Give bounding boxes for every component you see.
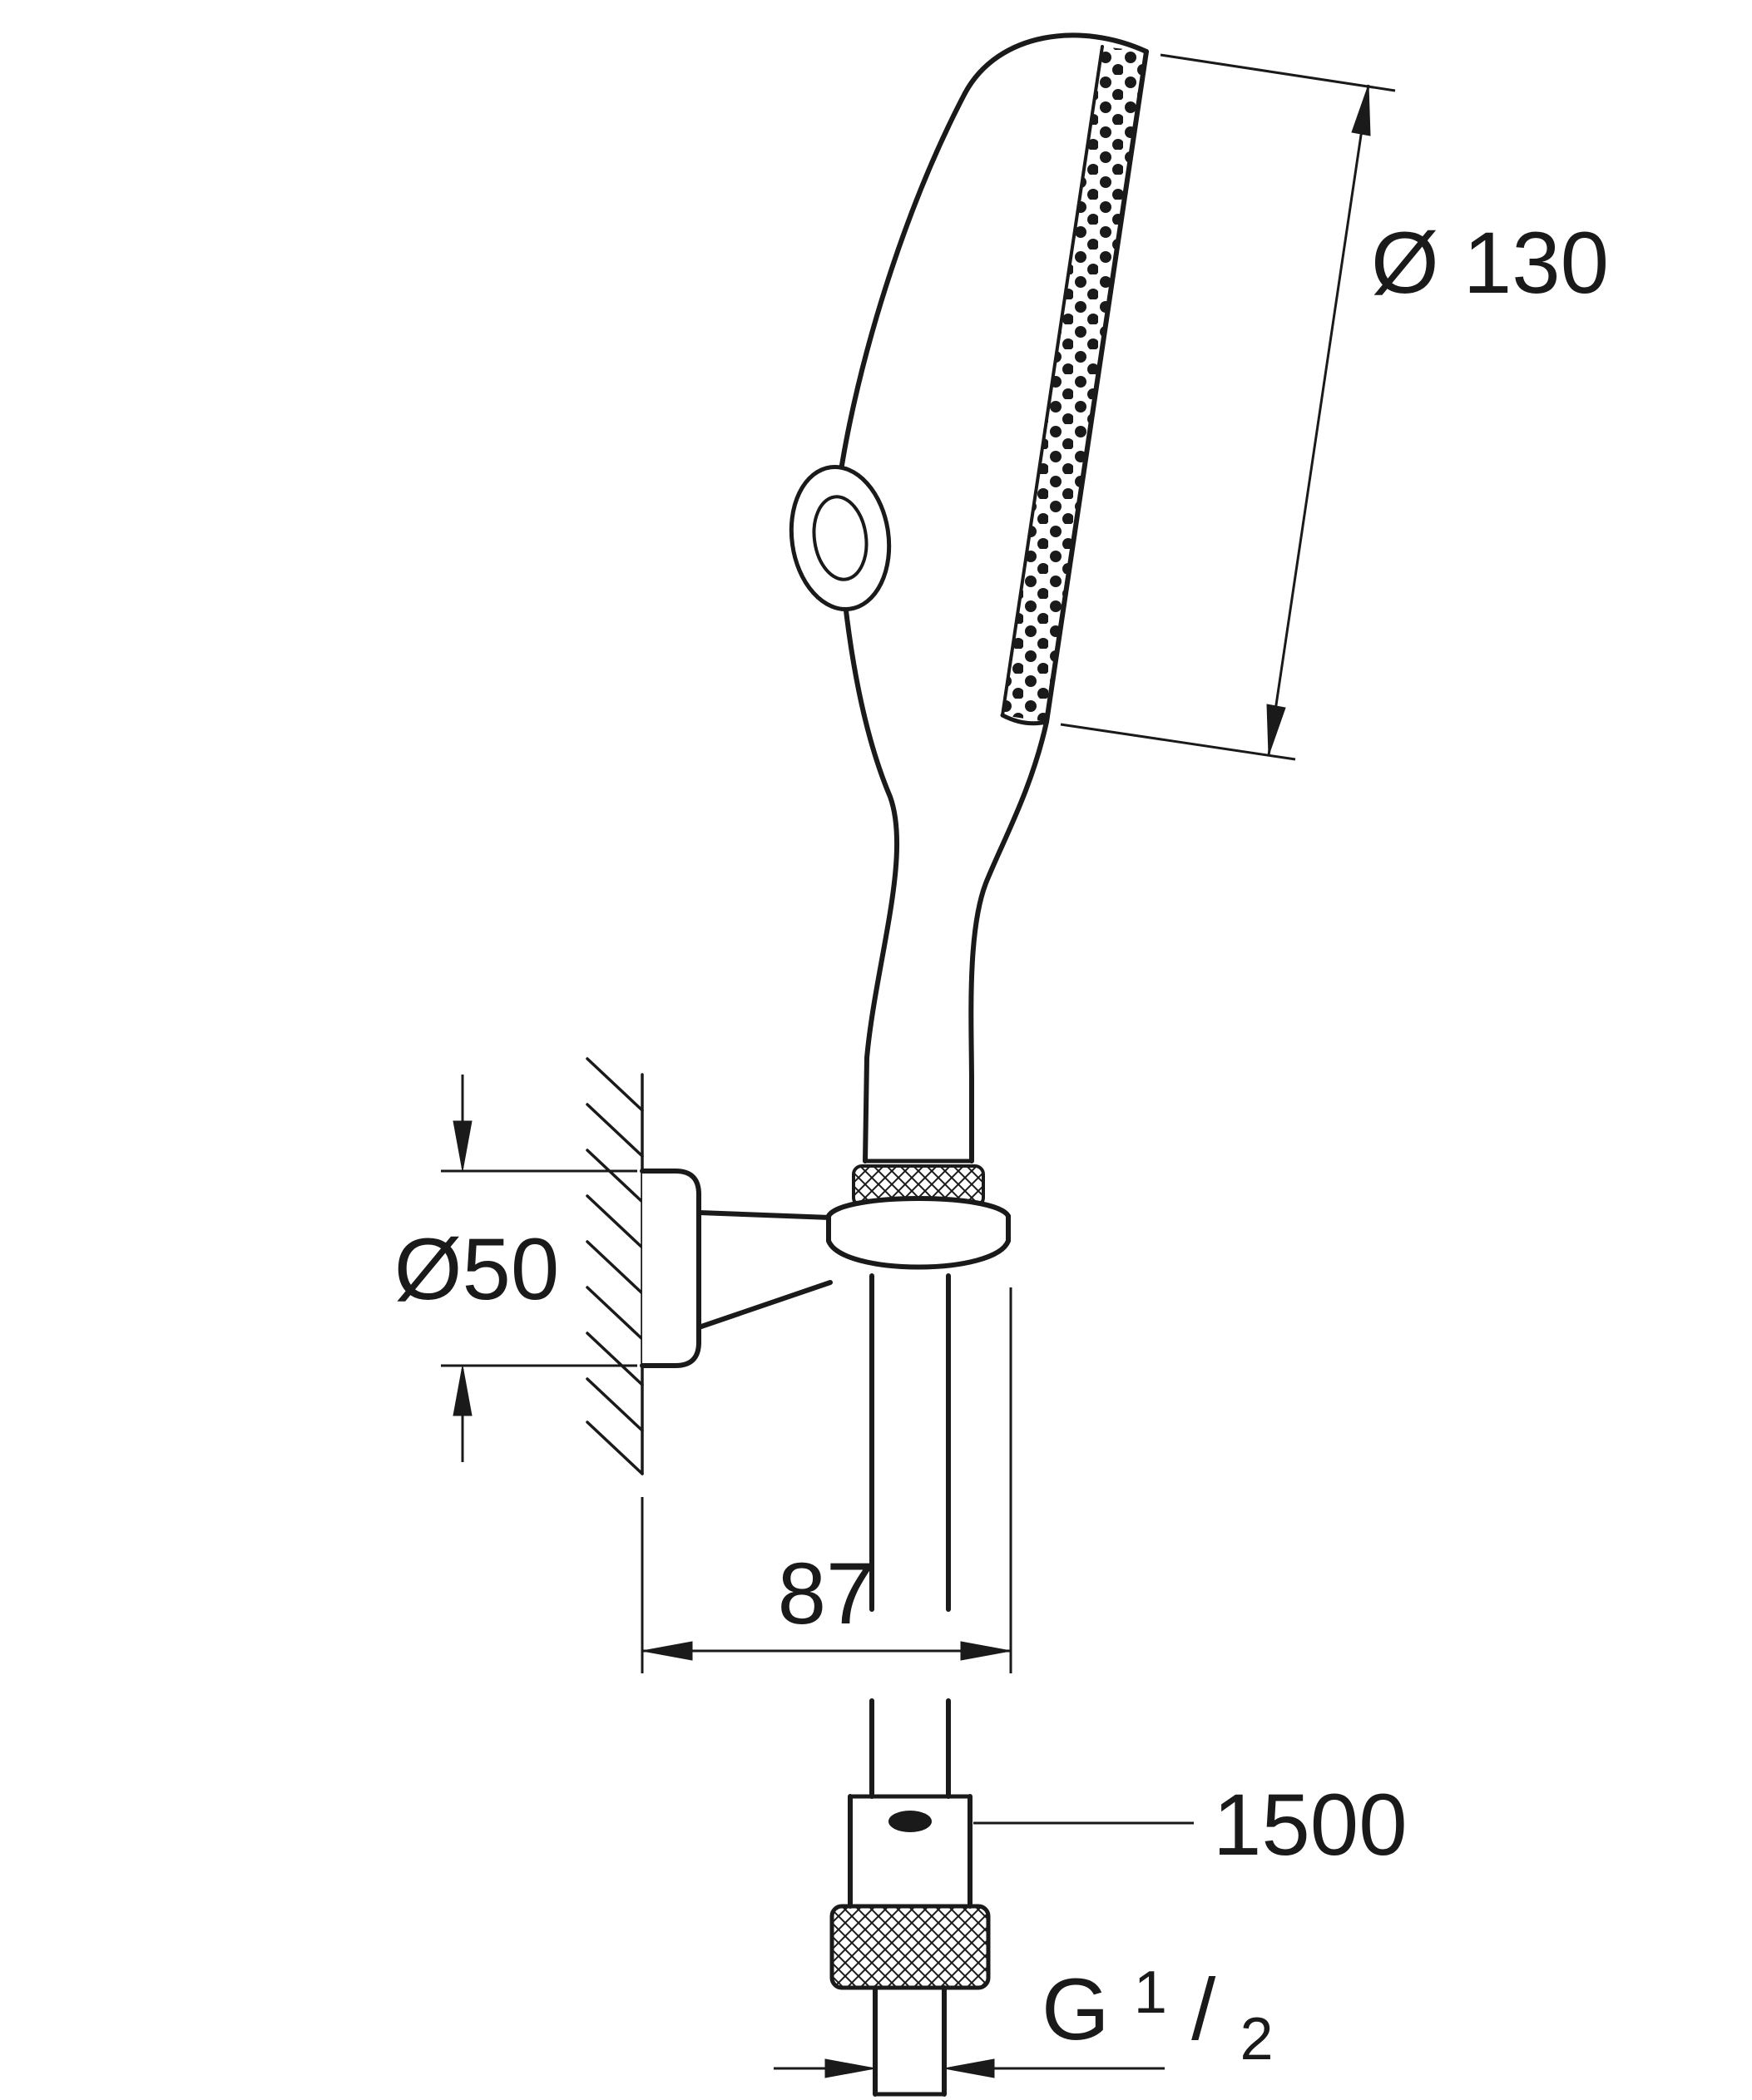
handle-right-edge [968,719,1049,1164]
dim-head-diameter-label: Ø 130 [1371,215,1609,312]
arrowhead [824,2058,876,2078]
dim-plate-diameter: Ø50 [394,1075,637,1462]
shower-hose [829,1273,991,2097]
arrowhead [453,1120,473,1172]
arrowhead [1351,84,1371,136]
dim-thread-label: G 1 / 2 [1042,1934,1274,2073]
spray-face [1002,47,1146,722]
dim-head-diameter: Ø 130 [1060,53,1609,761]
arrowhead [641,1641,693,1661]
dim-hose-length: 1500 [973,1776,1408,1874]
holder-arm-top [696,1210,833,1220]
arrowhead [453,1365,473,1416]
hose-marking [888,1811,932,1832]
shower-head [789,32,1149,1208]
spray-face-outer-edge [1044,49,1149,724]
thread-pipe [873,1985,947,2097]
holder-cup [826,1196,1011,1270]
thread-sub: 2 [1240,2006,1273,2073]
dim-plate-diameter-label: Ø50 [394,1221,559,1318]
mode-button [789,464,892,612]
dim-wall-offset: 87 [641,1287,1012,1673]
spray-face-bottom-cap [1000,713,1049,726]
dim-hose-length-label: 1500 [1213,1776,1408,1874]
thread-sup: 1 [1134,1959,1167,2026]
spray-face-inner-edge [1001,45,1104,717]
arrowhead [1266,704,1286,756]
head-top-cap [963,32,1149,96]
head-neck-left [843,601,900,1164]
wall-holder [586,1057,1011,1475]
hose-nut-knurl [829,1904,991,1990]
thread-g: G [1042,1961,1110,2058]
dim-thread: G 1 / 2 [774,1934,1274,2078]
wall-plate [640,1169,701,1368]
holder-arm-bottom [696,1280,833,1330]
dim-wall-offset-label: 87 [778,1545,875,1643]
thread-slash: / [1191,1961,1216,2058]
hose-sleeve [848,1794,973,1909]
arrowhead [960,1641,1012,1661]
arrowhead [943,2058,995,2078]
head-back-edge [838,91,968,478]
wall-hatching [586,1057,644,1475]
